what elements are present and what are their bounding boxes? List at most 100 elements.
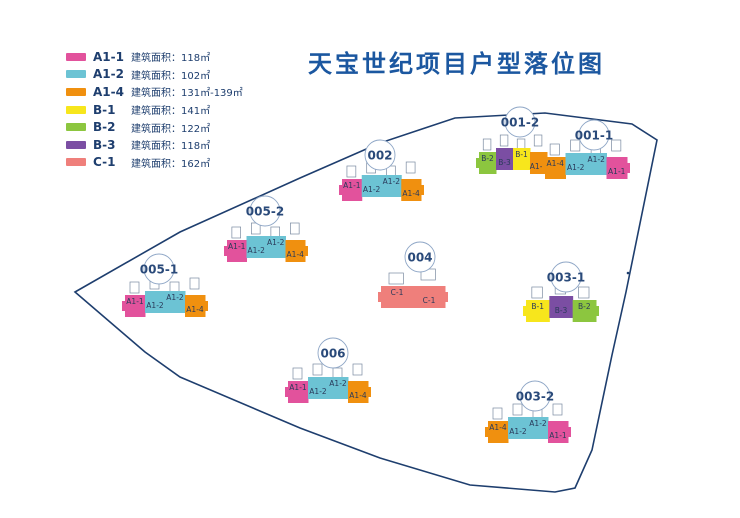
unit-block-A1-1 (288, 381, 309, 403)
unit-block-A1-2 (308, 377, 329, 399)
building-label-circle (143, 253, 175, 285)
building-label-circle (519, 380, 551, 412)
unit-label: A1-2 (529, 419, 547, 428)
unit-block-B-1 (526, 300, 550, 322)
unit-tab (122, 301, 126, 311)
unit-block-C-1 (413, 286, 446, 308)
unit-tab (595, 306, 599, 316)
unit-tab (567, 427, 571, 437)
legend-code: A1-4 (93, 84, 124, 99)
unit-label: B-2 (578, 302, 591, 311)
building-number: 006 (320, 347, 345, 361)
building-number: 002 (367, 149, 392, 163)
unit-label: B-1 (531, 302, 544, 311)
unit-block-A1-2 (328, 377, 349, 399)
unit-outline (312, 363, 323, 376)
legend-area-label: 建筑面积： (131, 141, 181, 153)
unit-label: B-3 (498, 158, 511, 167)
unit-label: A1-2 (248, 246, 266, 255)
unit-tab (542, 163, 546, 173)
legend-item: A1-1 建筑面积：118㎡ (66, 48, 243, 66)
legend-item: A1-4 建筑面积：131㎡-139㎡ (66, 83, 243, 101)
legend-swatch (66, 52, 86, 61)
unit-label: C-1 (391, 288, 404, 297)
unit-block-A1-4 (488, 421, 509, 443)
unit-outline (346, 165, 357, 178)
unit-block-A1-4 (185, 295, 206, 317)
legend-item: B-3 建筑面积：118㎡ (66, 136, 243, 154)
unit-tab (420, 185, 424, 195)
unit-label: A1-1 (549, 431, 567, 440)
building-label-circle (504, 106, 536, 138)
unit-label: A1-2 (588, 155, 606, 164)
building-number: 003-2 (516, 390, 554, 404)
unit-outline (611, 139, 622, 152)
unit-outline (482, 138, 492, 151)
legend-area-value: 102㎡ (181, 70, 211, 82)
unit-label: A1-4 (547, 159, 565, 168)
unit-label: A1-2 (509, 427, 527, 436)
unit-label: A1-2 (329, 379, 347, 388)
legend-swatch (66, 158, 86, 167)
unit-tab (626, 163, 630, 173)
legend-swatch (66, 140, 86, 149)
unit-label: A1-1 (608, 167, 626, 176)
legend-swatch (66, 87, 86, 96)
unit-label: A1-4 (489, 423, 507, 432)
legend-area-value: 131㎡-139㎡ (181, 88, 243, 100)
legend-area-value: 118㎡ (181, 53, 211, 65)
unit-block-B-3 (496, 148, 514, 170)
unit-label: A1-2 (363, 185, 381, 194)
unit-tab (367, 387, 371, 397)
legend-code: A1-1 (93, 49, 124, 64)
legend-area-value: 122㎡ (181, 123, 211, 135)
unit-block-B-3 (549, 296, 574, 318)
legend-code: B-2 (93, 120, 116, 135)
unit-outline (552, 403, 563, 416)
unit-label: A1-4 (287, 250, 305, 259)
unit-block-A1-2 (145, 291, 166, 313)
legend-area-label: 建筑面积： (131, 70, 181, 82)
unit-block-A1-4 (545, 157, 566, 179)
unit-label: A1-1 (289, 383, 307, 392)
unit-tab (485, 427, 489, 437)
unit-block-A1-4 (348, 381, 369, 403)
building-label-circle (404, 241, 436, 273)
unit-label: A1-4 (530, 162, 548, 171)
unit-outline (512, 403, 523, 416)
unit-outline (499, 134, 509, 147)
legend-area-value: 118㎡ (181, 141, 211, 153)
legend-code: B-3 (93, 137, 116, 152)
unit-block-A1-2 (165, 291, 186, 313)
unit-block-A1-4 (285, 240, 306, 262)
unit-label: B-3 (555, 306, 568, 315)
unit-block-C-1 (381, 286, 414, 308)
unit-block-B-2 (572, 300, 597, 322)
unit-outline (290, 222, 300, 235)
unit-tab (378, 292, 382, 302)
unit-block-B-1 (513, 148, 531, 170)
unit-block-A1-1 (227, 240, 247, 262)
unit-tab (285, 387, 289, 397)
legend-area-label: 建筑面积： (131, 53, 181, 65)
unit-tab (476, 158, 480, 168)
building-number: 004 (407, 251, 432, 265)
page-title: 天宝世纪项目户型落位图 (308, 50, 605, 78)
unit-label: A1-2 (267, 238, 285, 247)
unit-block-A1-4 (401, 179, 422, 201)
legend-area-label: 建筑面积： (131, 88, 181, 100)
unit-outline (388, 272, 404, 285)
unit-label: A1-2 (166, 293, 184, 302)
unit-block-A1-1 (342, 179, 363, 201)
unit-block-A1-2 (361, 175, 382, 197)
unit-label: A1-1 (228, 242, 246, 251)
